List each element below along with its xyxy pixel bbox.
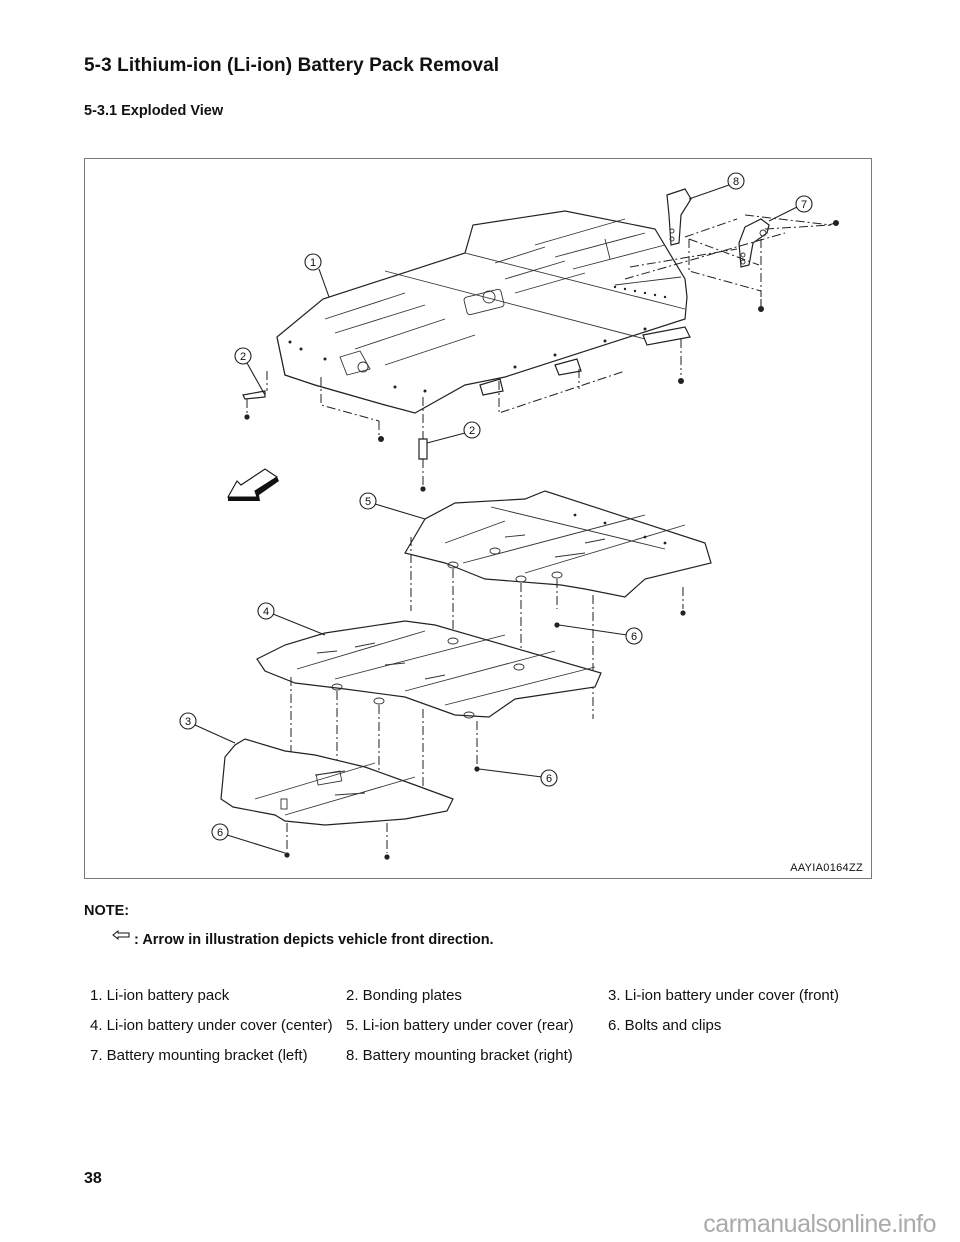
svg-text:1: 1 <box>310 257 316 269</box>
svg-text:2: 2 <box>240 351 246 363</box>
svg-text:3: 3 <box>185 716 191 728</box>
svg-text:6: 6 <box>546 773 552 785</box>
callout-2-center: 2 <box>426 421 481 444</box>
svg-text:6: 6 <box>217 827 223 839</box>
parts-legend: 1. Li-ion battery pack 2. Bonding plates… <box>84 985 864 1066</box>
svg-text:6: 6 <box>631 631 637 643</box>
note-line: : Arrow in illustration depicts vehicle … <box>112 930 494 948</box>
battery-pack <box>276 210 691 414</box>
svg-text:2: 2 <box>469 425 475 437</box>
callout-7: 7 <box>768 195 813 222</box>
legend-item: 8. Battery mounting bracket (right) <box>346 1047 573 1064</box>
svg-text:5: 5 <box>365 496 371 508</box>
svg-text:7: 7 <box>801 199 807 211</box>
under-cover-front <box>220 738 454 826</box>
bracket-left <box>738 218 770 268</box>
callout-4: 4 <box>257 602 326 636</box>
callout-6-center: 6 <box>478 768 558 787</box>
svg-text:8: 8 <box>733 176 739 188</box>
note-label: NOTE: <box>84 903 130 919</box>
legend-item: 4. Li-ion battery under cover (center) <box>90 1017 333 1034</box>
legend-item: 5. Li-ion battery under cover (rear) <box>346 1017 574 1034</box>
legend-item: 6. Bolts and clips <box>608 1017 722 1034</box>
callout-6-rear: 6 <box>558 624 643 645</box>
callout-2-left: 2 <box>234 347 266 396</box>
callout-5: 5 <box>359 492 426 520</box>
section-title: 5-3 Lithium-ion (Li-ion) Battery Pack Re… <box>84 55 500 76</box>
figure-id: AAYIA0164ZZ <box>790 862 863 874</box>
callout-1: 1 <box>304 253 330 298</box>
callout-8: 8 <box>688 172 745 200</box>
subsection-title: 5-3.1 Exploded View <box>84 103 224 119</box>
svg-text:4: 4 <box>263 606 269 618</box>
under-cover-center <box>256 620 602 719</box>
bracket-right <box>666 188 692 246</box>
legend-item: 7. Battery mounting bracket (left) <box>90 1047 308 1064</box>
front-direction-arrow-icon <box>112 930 130 940</box>
watermark: carmanualsonline.info <box>703 1210 936 1238</box>
bolt <box>758 220 839 312</box>
exploded-view-diagram: 1 2 2 8 7 5 4 3 6 6 6 <box>179 172 839 860</box>
note-text: : Arrow in illustration depicts vehicle … <box>134 932 494 948</box>
page-number: 38 <box>84 1170 102 1187</box>
legend-item: 1. Li-ion battery pack <box>90 987 230 1004</box>
callout-6-front: 6 <box>211 823 286 854</box>
front-direction-arrow-icon <box>227 468 279 501</box>
legend-item: 3. Li-ion battery under cover (front) <box>608 987 839 1004</box>
under-cover-rear <box>404 490 712 598</box>
exploded-view-figure: 1 2 2 8 7 5 4 3 6 6 6 AAYIA016 <box>84 158 872 879</box>
legend-item: 2. Bonding plates <box>346 987 462 1004</box>
callout-3: 3 <box>179 712 236 744</box>
